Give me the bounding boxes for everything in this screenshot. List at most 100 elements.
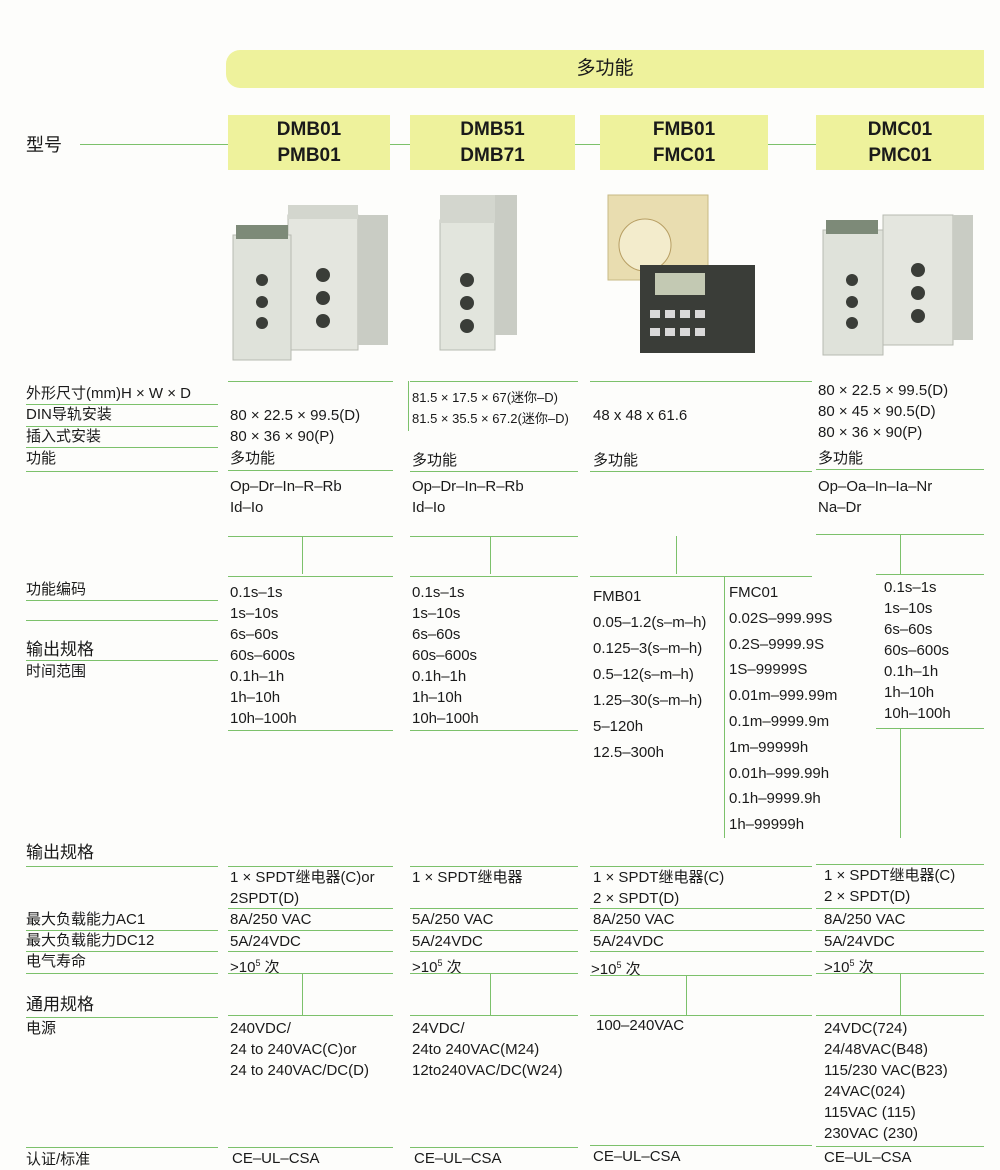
column-divider [408,381,409,431]
life-unit: 次 [854,959,874,976]
row-divider [410,973,578,974]
power-1: 240VDC/ 24 to 240VAC(C)or 24 to 240VAC/D… [230,1018,369,1081]
row-divider [228,1015,393,1016]
time-range-2: 0.1s–1s 1s–10s 6s–60s 60s–600s 0.1h–1h 1… [412,582,479,729]
connector-line [686,975,687,1015]
model-connector-line [80,144,230,145]
time-value: 0.1s–1s [412,584,465,601]
row-divider [228,576,393,577]
power-value: 100–240VAC [596,1017,685,1034]
row-divider [26,600,218,601]
time-value: 1h–10h [412,689,463,706]
life-2: >105 次 [412,953,462,978]
size-value: 80 × 45 × 90.5(D) [818,403,936,420]
row-label-plugin: 插入式安装 [26,428,102,445]
row-label-cert: 认证/标准 [26,1151,91,1168]
row-label-general: 通用规格 [26,995,94,1014]
life-exponent: 5 [437,958,443,968]
power-value: 24 to 240VAC/DC(D) [230,1062,369,1079]
load-ac-1: 8A/250 VAC [230,911,312,928]
row-divider [228,866,393,867]
model-name: FMC01 [652,145,716,166]
time-value: 6s–60s [230,626,279,643]
row-label-output-spec-2: 输出规格 [26,843,94,862]
row-divider [228,536,393,537]
time-value: 1m–99999h [729,738,809,756]
power-2: 24VDC/ 24to 240VAC(M24) 12to240VAC/DC(W2… [412,1018,563,1081]
model-name: DMB01 [276,119,342,140]
time-range-3-right: FMC01 0.02S–999.99S 0.2S–9999.9S 1S–9999… [729,580,837,838]
product-image-dmc01 [822,214,973,356]
row-label-load-ac: 最大负载能力AC1 [26,911,146,928]
power-value: 24VDC(724) [824,1020,908,1037]
power-value: 115/230 VAC(B23) [824,1062,948,1079]
product-image-dmb51 [439,195,517,351]
model-name: FMB01 [652,119,716,140]
life-exponent: 5 [255,958,261,968]
time-value: 10h–100h [884,705,951,722]
function-value-2: 多功能 [412,452,458,469]
connector-line [490,536,491,574]
life-unit: 次 [442,959,462,976]
row-divider [228,470,393,471]
row-divider [228,951,393,952]
load-ac-3: 8A/250 VAC [593,911,675,928]
cert-1: CE–UL–CSA [232,1150,320,1167]
row-divider [26,973,218,974]
time-value: 0.1m–9999.9m [729,712,830,730]
connector-line [900,534,901,574]
model-header-3: FMB01 FMC01 [600,115,768,170]
row-divider [410,730,578,731]
codes-2: Op–Dr–In–R–Rb Id–Io [412,476,524,518]
connector-line [490,973,491,1015]
life-exponent: 5 [616,960,622,970]
row-divider [410,471,578,472]
output-value: 2SPDT(D) [230,890,300,907]
row-divider [590,866,812,867]
size-values-1: 80 × 22.5 × 99.5(D) 80 × 36 × 90(P) [230,405,360,447]
output-1: 1 × SPDT继电器(C)or 2SPDT(D) [230,867,375,909]
load-dc-1: 5A/24VDC [230,933,301,950]
time-value: 60s–600s [412,647,478,664]
time-value: 1.25–30(s–m–h) [593,692,703,709]
row-divider [410,951,578,952]
life-base: >10 [824,959,850,976]
code-value: Op–Oa–In–Ia–Nr [818,478,933,495]
connector-line [302,536,303,574]
row-divider [816,930,984,931]
load-dc-4: 5A/24VDC [824,933,895,950]
power-3: 100–240VAC [596,1015,684,1036]
output-4: 1 × SPDT继电器(C) 2 × SPDT(D) [824,865,955,907]
model-connector-line [768,144,816,145]
row-divider [590,576,812,577]
power-value: 12to240VAC/DC(W24) [412,1062,563,1079]
size-value: 81.5 × 17.5 × 67(迷你–D) [412,390,558,405]
time-value: 0.01h–999.99h [729,764,830,782]
power-4: 24VDC(724) 24/48VAC(B48) 115/230 VAC(B23… [824,1018,948,1144]
row-divider [26,951,218,952]
time-value: 0.1h–1h [884,663,939,680]
time-value: 6s–60s [884,621,933,638]
code-value: Op–Dr–In–R–Rb [412,478,524,495]
output-value: 2 × SPDT(D) [824,888,911,905]
output-value: 1 × SPDT继电器(C) [593,869,725,886]
life-unit: 次 [621,961,641,978]
life-4: >105 次 [824,953,874,978]
row-divider [26,426,218,427]
model-name: DMB51 [460,119,525,140]
time-value: 5–120h [593,718,644,735]
row-divider [590,908,812,909]
connector-line [900,973,901,1015]
row-divider [26,866,218,867]
row-label-func-code: 功能编码 [26,581,87,598]
power-value: 24/48VAC(B48) [824,1041,928,1058]
row-divider [816,864,984,865]
time-value: 1s–10s [884,600,933,617]
time-value: 1s–10s [230,605,279,622]
row-label-size: 外形尺寸(mm)H × W × D [26,385,191,402]
time-subheader: FMC01 [729,584,779,601]
time-value: 1S–99999S [729,661,808,679]
model-connector-line [390,144,410,145]
time-value: 6s–60s [412,626,461,643]
time-value: 60s–600s [230,647,296,664]
